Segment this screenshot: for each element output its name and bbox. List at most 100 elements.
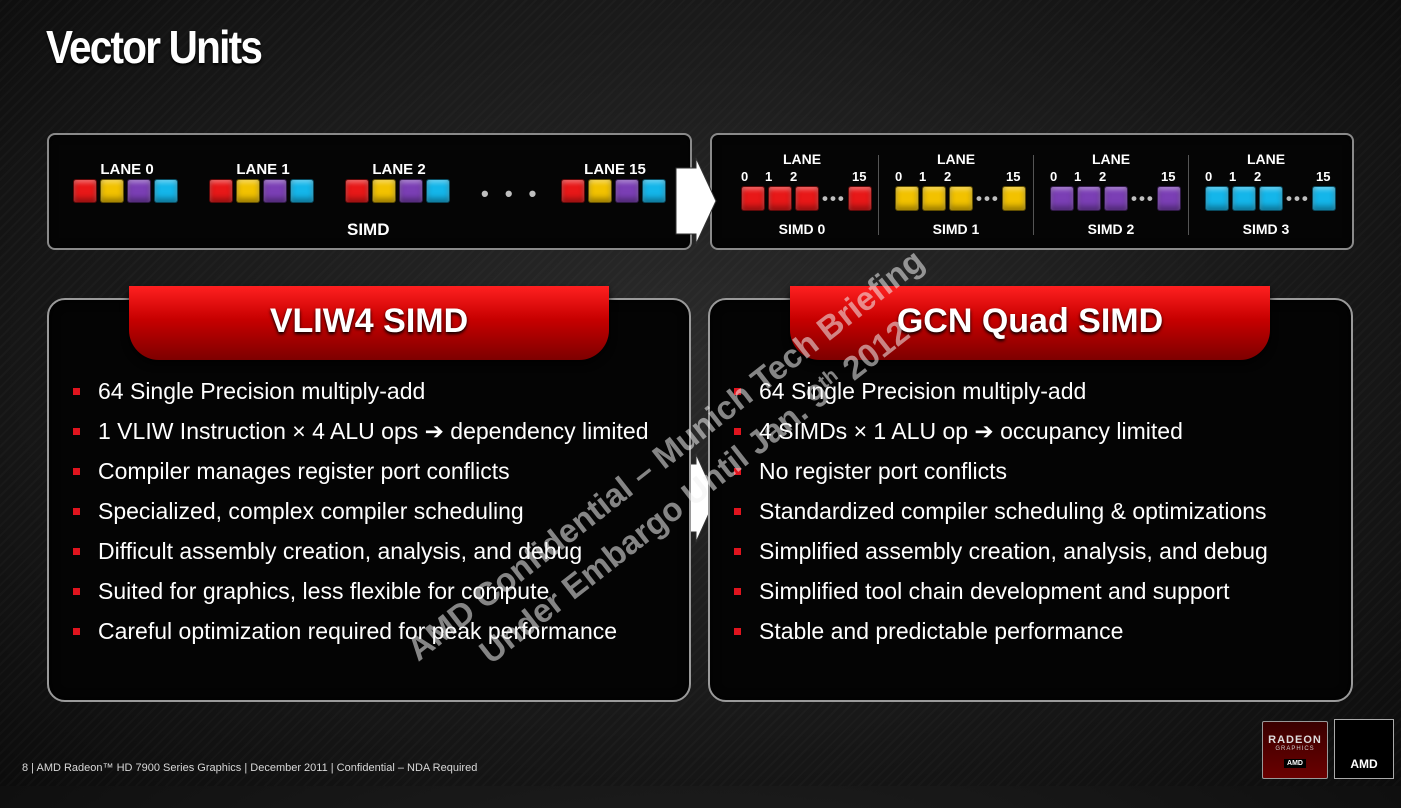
lane-num: 1: [1074, 169, 1082, 184]
alu-square-cyan: [426, 179, 450, 203]
alu-square-purple: [263, 179, 287, 203]
lane-num: 0: [1050, 169, 1058, 184]
lane-label: LANE 1: [236, 161, 290, 178]
bullet-icon: [734, 388, 741, 395]
lane-1: LANE 1: [209, 161, 317, 203]
lane-num: 2: [1099, 169, 1107, 184]
lane-label: LANE 15: [584, 161, 646, 178]
lane-0: LANE 0: [73, 161, 181, 203]
alu-square-yellow: [100, 179, 124, 203]
group-lane-label: LANE: [936, 151, 976, 167]
lane-num: 15: [1161, 169, 1176, 184]
amd-logo: AMD: [1334, 719, 1394, 779]
bullet-icon: [734, 628, 741, 635]
lane-num: 1: [1229, 169, 1237, 184]
simd-name: SIMD 1: [932, 221, 980, 237]
lane-num: 0: [1205, 169, 1213, 184]
list-item: Suited for graphics, less flexible for c…: [71, 574, 648, 614]
list-item: 64 Single Precision multiply-add: [71, 374, 648, 414]
vliw-lane-diagram: LANE 0 LANE 1 LANE 2 • • • LANE 15: [47, 133, 692, 250]
bullet-icon: [734, 428, 741, 435]
bullet-icon: [734, 508, 741, 515]
lane-square: [1077, 186, 1101, 211]
slide-footer: 8 | AMD Radeon™ HD 7900 Series Graphics …: [22, 762, 478, 774]
lane-label: LANE 0: [100, 161, 154, 178]
arrow-right-icon: [675, 157, 717, 245]
bullet-icon: [73, 468, 80, 475]
simd-group-3: LANE 0 1 2 15 ••• SIMD 3: [1191, 135, 1341, 248]
bullet-text: No register port conflicts: [759, 458, 1007, 484]
list-item: Simplified assembly creation, analysis, …: [732, 534, 1268, 574]
list-item: Specialized, complex compiler scheduling: [71, 494, 648, 534]
lane-square: [1205, 186, 1229, 211]
list-item: Difficult assembly creation, analysis, a…: [71, 534, 648, 574]
logo-text: GRAPHICS: [1275, 746, 1315, 752]
bullet-icon: [73, 508, 80, 515]
lane-15: LANE 15: [561, 161, 669, 203]
group-lane-label: LANE: [1246, 151, 1286, 167]
lane-num: 15: [852, 169, 867, 184]
alu-square-red: [561, 179, 585, 203]
alu-square-cyan: [154, 179, 178, 203]
alu-square-purple: [399, 179, 423, 203]
lane-num: 15: [1006, 169, 1021, 184]
gcn-quad-simd-panel: GCN Quad SIMD 64 Single Precision multip…: [708, 286, 1353, 702]
lane-square: [1156, 186, 1181, 211]
logo-text: RADEON: [1268, 734, 1322, 746]
bullet-list: 64 Single Precision multiply-add 1 VLIW …: [71, 374, 648, 654]
lane-square: [949, 186, 973, 211]
list-item: 1 VLIW Instruction × 4 ALU ops ➔ depende…: [71, 414, 648, 454]
panel-banner: VLIW4 SIMD: [129, 286, 609, 360]
alu-square-red: [73, 179, 97, 203]
alu-square-purple: [615, 179, 639, 203]
bullet-icon: [73, 388, 80, 395]
simd-lane-squares: •••: [895, 186, 1029, 211]
lane-num: 1: [919, 169, 927, 184]
alu-square-red: [209, 179, 233, 203]
lane-num: 15: [1316, 169, 1331, 184]
list-item: 64 Single Precision multiply-add: [732, 374, 1268, 414]
simd-name: SIMD 3: [1242, 221, 1290, 237]
group-divider: [1188, 155, 1189, 235]
lane-square: [741, 186, 765, 211]
lane-square: [1232, 186, 1256, 211]
bullet-text: 64 Single Precision multiply-add: [98, 378, 426, 404]
lane-square: [922, 186, 946, 211]
group-divider: [1033, 155, 1034, 235]
simd-lane-squares: •••: [1050, 186, 1184, 211]
alu-square-yellow: [588, 179, 612, 203]
bullet-text: Simplified tool chain development and su…: [759, 578, 1230, 604]
bullet-icon: [73, 428, 80, 435]
simd-group-1: LANE 0 1 2 15 ••• SIMD 1: [881, 135, 1031, 248]
lane-ellipsis: •••: [1286, 188, 1310, 208]
lane-ellipsis: •••: [822, 188, 846, 208]
bullet-text: Suited for graphics, less flexible for c…: [98, 578, 550, 604]
lane-alu-squares: [73, 179, 181, 203]
list-item: Standardized compiler scheduling & optim…: [732, 494, 1268, 534]
list-item: Careful optimization required for peak p…: [71, 614, 648, 654]
bullet-text: Specialized, complex compiler scheduling: [98, 498, 524, 524]
bullet-text: Simplified assembly creation, analysis, …: [759, 538, 1268, 564]
lane-ellipsis: •••: [1131, 188, 1155, 208]
lane-square: [1001, 186, 1026, 211]
lane-alu-squares: [209, 179, 317, 203]
lane-num: 2: [944, 169, 952, 184]
lane-2: LANE 2: [345, 161, 453, 203]
list-item: Compiler manages register port conflicts: [71, 454, 648, 494]
list-item: No register port conflicts: [732, 454, 1268, 494]
list-item: Stable and predictable performance: [732, 614, 1268, 654]
lane-num: 2: [790, 169, 798, 184]
bullet-text: Standardized compiler scheduling & optim…: [759, 498, 1267, 524]
bullet-text: 1 VLIW Instruction × 4 ALU ops ➔ depende…: [98, 418, 649, 444]
lane-square: [847, 186, 872, 211]
lane-ellipsis: •••: [976, 188, 1000, 208]
simd-group-2: LANE 0 1 2 15 ••• SIMD 2: [1036, 135, 1186, 248]
alu-square-cyan: [642, 179, 666, 203]
list-item: Simplified tool chain development and su…: [732, 574, 1268, 614]
lane-square: [895, 186, 919, 211]
lane-square: [1259, 186, 1283, 211]
panel-title: VLIW4 SIMD: [269, 302, 469, 340]
vliw4-simd-panel: VLIW4 SIMD 64 Single Precision multiply-…: [47, 286, 691, 702]
lane-num: 0: [895, 169, 903, 184]
gcn-lane-diagram: LANE 0 1 2 15 ••• SIMD 0 LANE 0 1 2 15 •…: [710, 133, 1354, 250]
